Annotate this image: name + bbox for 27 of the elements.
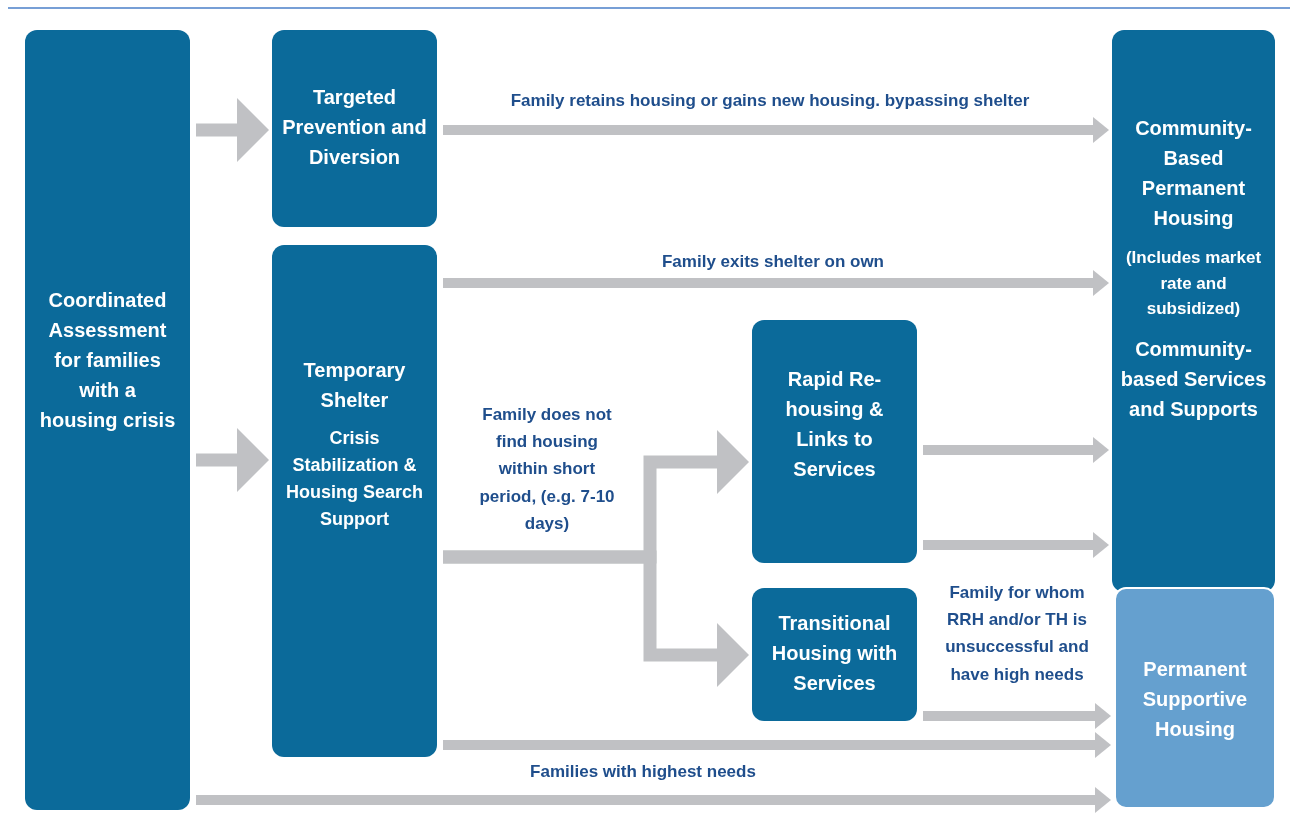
process-box — [272, 30, 437, 227]
node-title: Coordinated Assessment for families with a housing crisis — [39, 288, 176, 433]
arrow — [196, 98, 269, 162]
node-title: Targeted Prevention and Diversion — [281, 85, 428, 170]
arrow — [443, 270, 1109, 296]
node-title: Rapid Re-housing & Links to Services — [784, 367, 885, 482]
node-title: Transitional Housing with Services — [770, 611, 899, 696]
process-box — [752, 588, 917, 721]
arrow — [923, 437, 1109, 463]
node-title: Community-Based Permanent Housing — [1134, 116, 1253, 231]
arrow — [196, 428, 269, 492]
process-box — [752, 320, 917, 563]
node-text: (Includes market rate and subsidized) — [1124, 247, 1263, 320]
arrow — [196, 787, 1111, 813]
arrow — [923, 532, 1109, 558]
process-box — [25, 30, 190, 810]
process-box — [1114, 587, 1276, 809]
arrow — [443, 117, 1109, 143]
process-box — [1112, 30, 1275, 592]
node-text: Crisis Stabilization & Housing Search Support — [285, 427, 424, 531]
arrow — [443, 550, 749, 687]
process-box — [272, 245, 437, 757]
node-title: Temporary Shelter — [302, 358, 407, 413]
arrow — [923, 703, 1111, 729]
arrow — [443, 732, 1111, 758]
node-text: Community-based Services and Supports — [1119, 336, 1268, 422]
node-title: Permanent Supportive Housing — [1141, 657, 1249, 742]
